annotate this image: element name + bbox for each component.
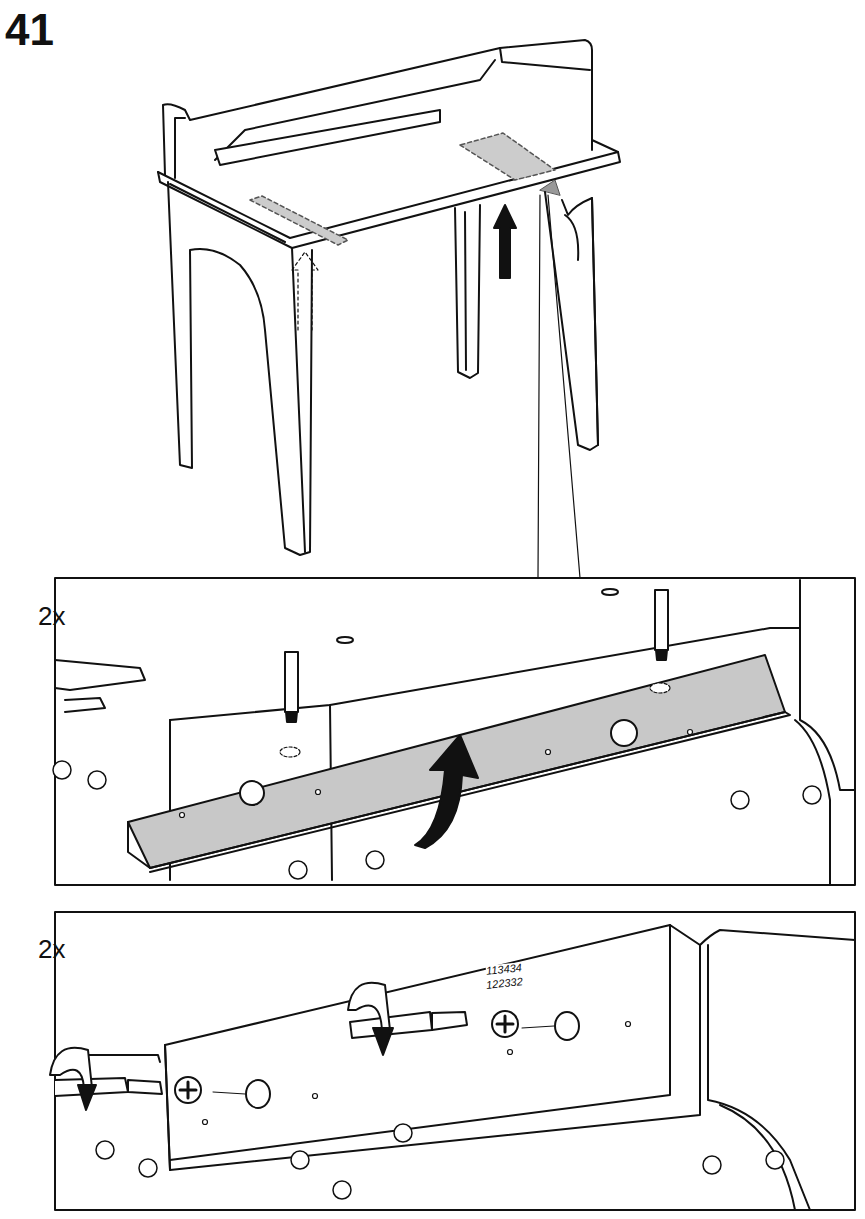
desk-drawing	[158, 40, 620, 578]
detail-panel-2	[50, 912, 855, 1210]
step-number: 41	[5, 8, 54, 52]
quantity-label: 2x	[38, 603, 65, 629]
detail-panel-1	[53, 578, 855, 885]
quantity-label: 2x	[38, 936, 65, 962]
